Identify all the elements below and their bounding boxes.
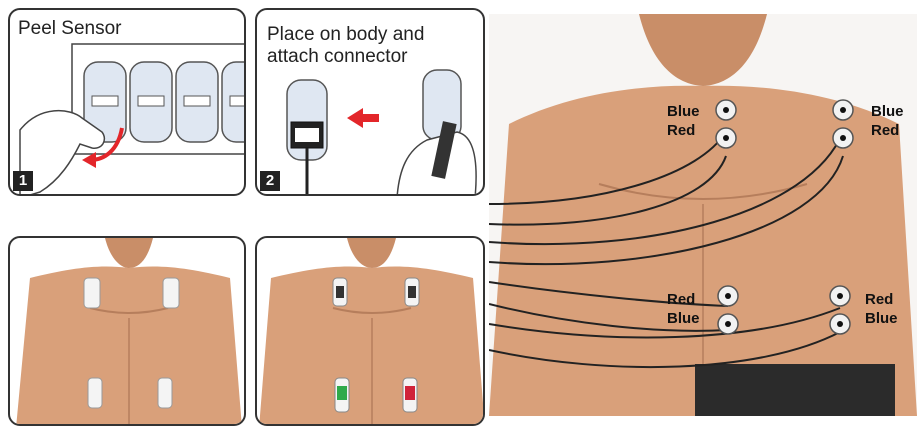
panel-peel-sensor: Peel Sensor 1 bbox=[8, 8, 246, 196]
torso-with-patches bbox=[10, 238, 246, 426]
panel-torso-patches bbox=[8, 236, 246, 426]
attach-connector-illustration bbox=[257, 10, 485, 196]
torso-with-connectors bbox=[257, 238, 485, 426]
panel-torso-connectors bbox=[255, 236, 485, 426]
step-number-2: 2 bbox=[260, 171, 280, 191]
torso-photo-illustration bbox=[489, 14, 917, 416]
label-lower-left-top: Red bbox=[667, 290, 695, 309]
label-lower-right-top: Red bbox=[865, 290, 893, 309]
label-upper-left-bottom: Red bbox=[667, 121, 695, 140]
label-lower-right-bottom: Blue bbox=[865, 309, 898, 328]
electrode-placement-photo: Blue Red Blue Red Red Blue Red Blue bbox=[489, 14, 917, 416]
label-upper-left-top: Blue bbox=[667, 102, 700, 121]
label-lower-left-bottom: Blue bbox=[667, 309, 700, 328]
label-upper-right-bottom: Red bbox=[871, 121, 899, 140]
peel-sensor-illustration bbox=[10, 10, 246, 196]
panel-place-on-body: Place on body and attach connector 2 bbox=[255, 8, 485, 196]
label-upper-right-top: Blue bbox=[871, 102, 904, 121]
step-number-1: 1 bbox=[13, 171, 33, 191]
